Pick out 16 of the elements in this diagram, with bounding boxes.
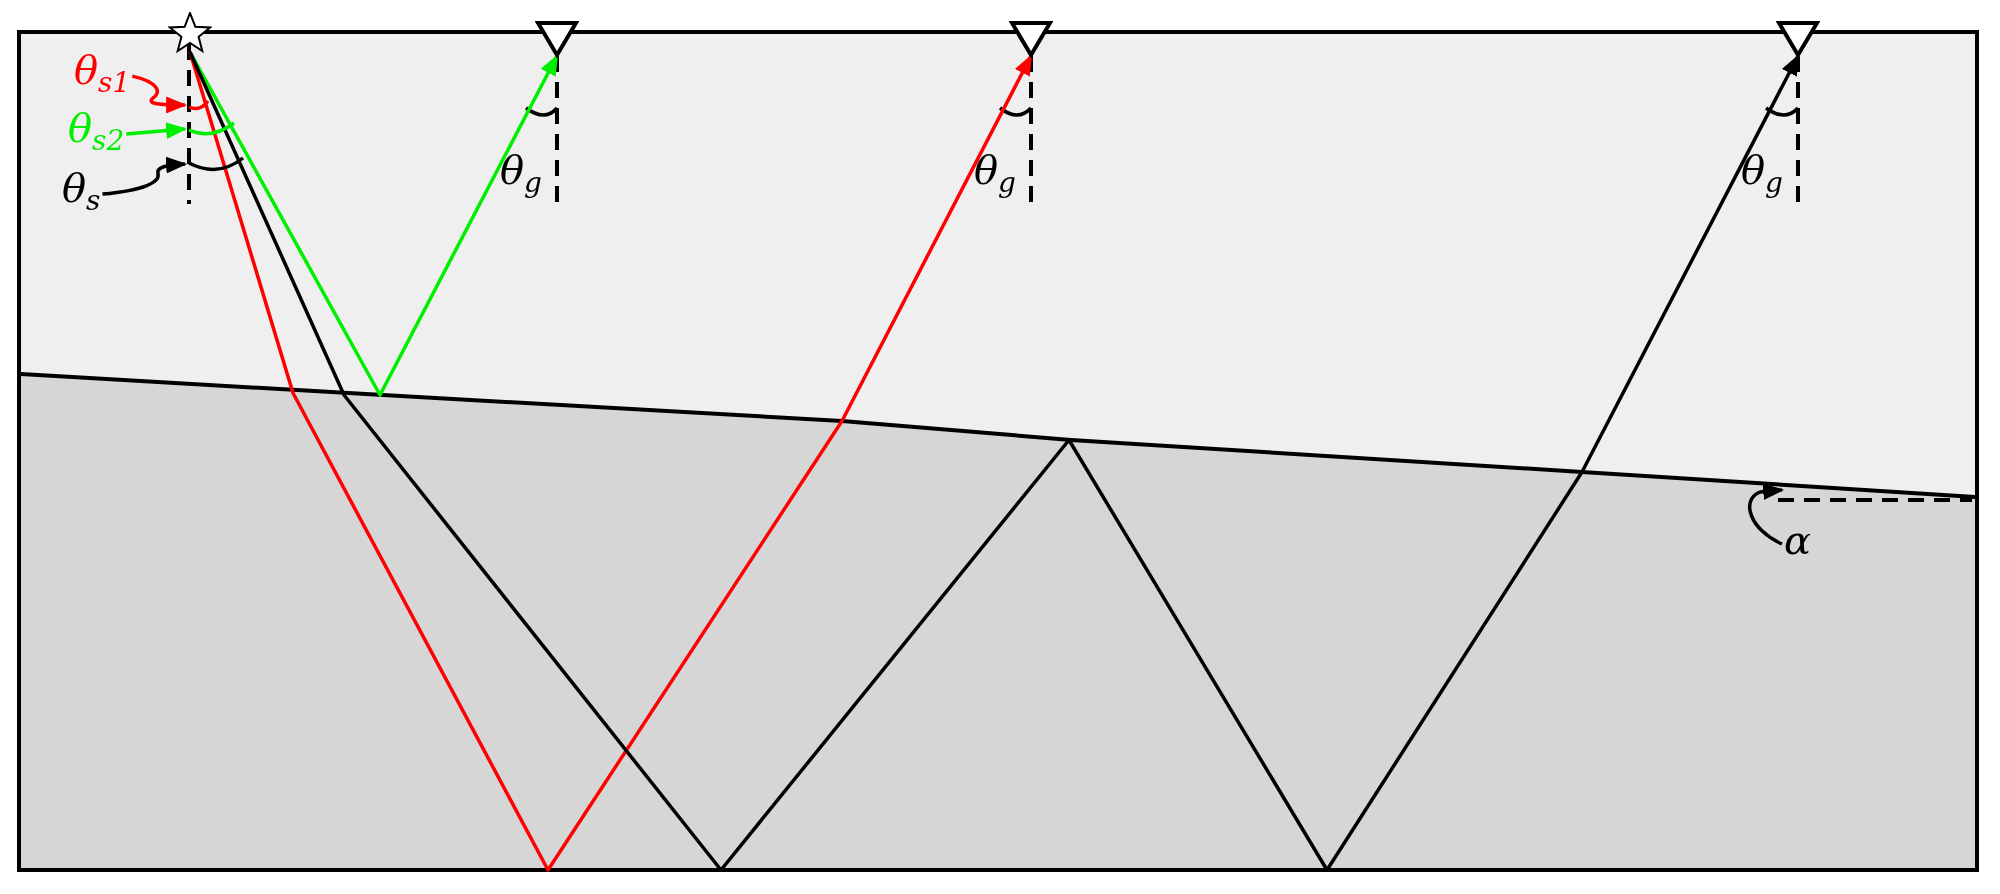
- angle-arc: [188, 154, 245, 174]
- angle-label: θ$_{g}$: [974, 150, 1017, 198]
- ray-arrow: [188, 51, 1033, 872]
- source-star: [168, 12, 212, 54]
- angle-label: θ$_{s1}$: [74, 50, 131, 98]
- angle-label: θ$_{s2}$: [68, 108, 125, 156]
- angle-arc: [188, 98, 210, 112]
- leader-line: [126, 122, 188, 139]
- leader-line: [131, 74, 188, 114]
- leader-line: [1747, 483, 1785, 546]
- angle-label: α: [1784, 520, 1811, 560]
- angle-arc: [188, 120, 236, 138]
- angle-label: θ$_{s}$: [62, 168, 101, 216]
- angle-label: θ$_{g}$: [1741, 150, 1784, 198]
- angle-label: θ$_{g}$: [500, 150, 543, 198]
- leader-line: [102, 156, 188, 196]
